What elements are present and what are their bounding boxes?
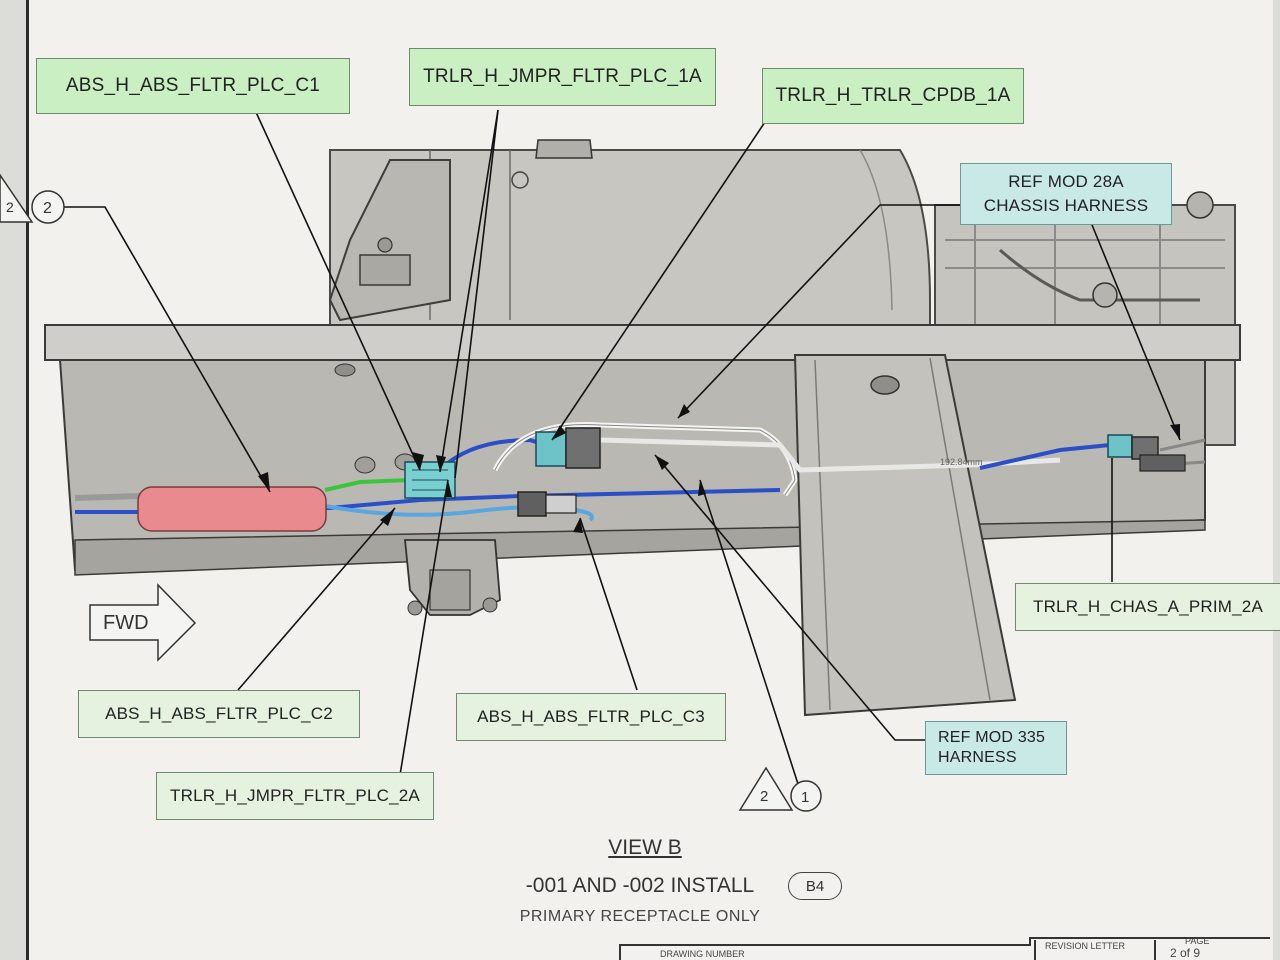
fuel-cap (535, 139, 593, 159)
circle-marker-bottom-text: 1 (801, 789, 809, 806)
frame-rail (44, 324, 1241, 361)
leader-cpdb (551, 121, 766, 441)
label-ref-mod-335: REF MOD 335 HARNESS (925, 721, 1067, 775)
blue-harness-right (979, 443, 1111, 470)
label-trlr-jmpr-fltr-plc-1a: TRLR_H_JMPR_FLTR_PLC_1A (409, 48, 716, 106)
circle-marker-left (31, 190, 65, 224)
triangle-marker-bottom (738, 766, 794, 811)
leader-jmpr-1a-b (454, 109, 499, 479)
connector-right (1107, 434, 1186, 472)
fwd-arrow (89, 583, 197, 662)
leader-ref335 (654, 454, 925, 741)
leader-abs-c2 (237, 507, 396, 691)
leader-abs-c1 (254, 109, 421, 471)
label-trlr-jmpr-fltr-plc-2a: TRLR_H_JMPR_FLTR_PLC_2A (156, 772, 434, 820)
fwd-label: FWD (103, 612, 149, 634)
primary-receptacle-note: PRIMARY RECEPTACLE ONLY (519, 908, 761, 925)
triangle-marker-left-text: 2 (6, 199, 14, 215)
triangle-marker-left (0, 173, 34, 223)
leader-ref28a-a (677, 204, 963, 419)
connector-cluster-left (404, 461, 456, 499)
leader-circle2 (64, 206, 271, 493)
title-block-revision-letter: REVISION LETTER (1045, 941, 1126, 951)
pink-filter-sleeve (137, 486, 327, 532)
green-harness (324, 478, 411, 492)
label-abs-fltr-plc-c2: ABS_H_ABS_FLTR_PLC_C2 (78, 690, 360, 738)
label-abs-fltr-plc-c3: ABS_H_ABS_FLTR_PLC_C3 (456, 693, 726, 741)
fuel-tank (329, 149, 931, 326)
connector-c3 (517, 491, 577, 517)
title-block-page: PAGE (1185, 936, 1210, 946)
leader-jmpr-1a (439, 109, 499, 473)
leader-ref28a-b (1089, 219, 1181, 441)
view-title: VIEW B (608, 836, 682, 859)
crossmember (793, 354, 1017, 717)
dimension-text: 192.84mm (940, 457, 983, 467)
label-trlr-cpdb-1a: TRLR_H_TRLR_CPDB_1A (762, 68, 1024, 124)
circle-marker-left-text: 2 (43, 200, 52, 217)
title-block (619, 937, 1270, 960)
leader-circle1 (699, 479, 799, 785)
title-block-page-value: 2 of 9 (1170, 946, 1201, 960)
circle-marker-bottom (790, 780, 822, 812)
label-abs-fltr-plc-c1: ABS_H_ABS_FLTR_PLC_C1 (36, 58, 350, 114)
triangle-marker-bottom-text: 2 (760, 788, 768, 805)
gray-harness (74, 493, 141, 501)
label-ref-mod-28a: REF MOD 28A CHASSIS HARNESS (960, 163, 1172, 225)
label-trlr-chas-a-prim-2a: TRLR_H_CHAS_A_PRIM_2A (1015, 583, 1280, 631)
connector-cpdb (535, 427, 601, 469)
light-blue-harness (319, 503, 594, 522)
leader-abs-c3 (579, 517, 638, 691)
view-badge: B4 (788, 872, 842, 900)
leader-jmpr-2a (399, 479, 449, 776)
title-block-drawing-number: DRAWING NUMBER (660, 949, 745, 959)
install-title: -001 AND -002 INSTALL (525, 874, 755, 897)
